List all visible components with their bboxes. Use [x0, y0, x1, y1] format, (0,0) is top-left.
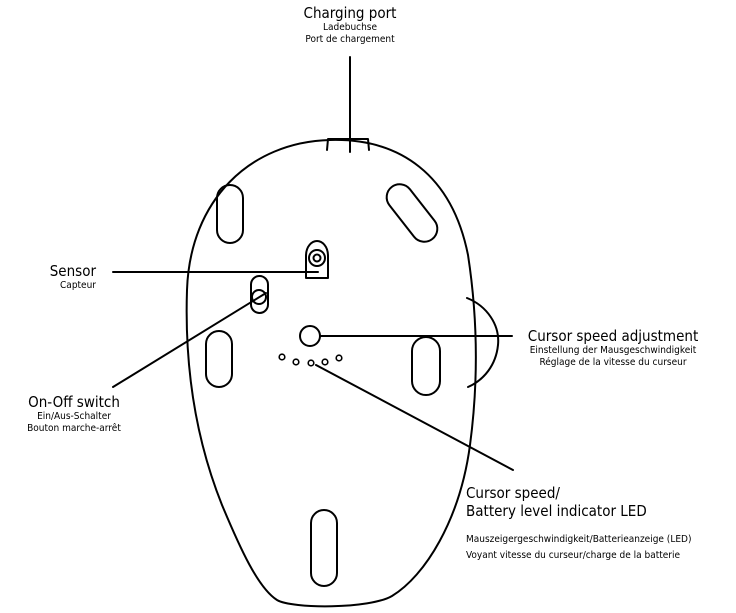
led-4 — [321, 358, 329, 366]
cursor-speed-de: Einstellung der Mausgeschwindigkeit — [529, 345, 697, 356]
on-off-leader — [112, 292, 267, 388]
cursor-speed-label: Cursor speed adjustment Einstellung der … — [512, 327, 714, 369]
on-off-fr: Bouton marche-arrêt — [27, 423, 121, 434]
led-de: Mauszeigergeschwindigkeit/Batterieanzeig… — [466, 534, 692, 545]
foot-mid-right — [411, 336, 441, 396]
led-label: Cursor speed/ Battery level indicator LE… — [466, 484, 728, 562]
sensor-title: Sensor — [49, 262, 96, 280]
led-1 — [278, 353, 286, 361]
side-wheel — [466, 297, 500, 388]
led-fr: Voyant vitesse du curseur/charge de la b… — [466, 550, 681, 561]
charging-port-title: Charging port — [303, 4, 397, 22]
sensor-ring — [308, 249, 326, 267]
on-off-title: On-Off switch — [28, 393, 120, 411]
on-off-switch-knob — [251, 289, 267, 305]
charging-port-shape — [326, 138, 370, 151]
sensor-label: Sensor Capteur — [0, 262, 96, 292]
led-title-line2: Battery level indicator LED — [466, 502, 647, 520]
foot-mid-left — [205, 330, 233, 388]
cursor-speed-fr: Réglage de la vitesse du curseur — [539, 357, 687, 368]
foot-top-left — [216, 184, 244, 244]
charging-port-fr: Port de chargement — [305, 34, 395, 45]
sensor-housing — [305, 240, 329, 279]
led-5 — [335, 354, 343, 362]
charging-port-de: Ladebuchse — [322, 22, 378, 33]
led-leader — [315, 364, 514, 471]
led-title-line1: Cursor speed/ — [466, 484, 560, 502]
foot-bottom — [310, 509, 338, 587]
cursor-speed-button — [299, 325, 321, 347]
cursor-speed-title: Cursor speed adjustment — [527, 327, 699, 345]
sensor-lens — [312, 253, 322, 263]
on-off-switch-slot — [250, 275, 269, 314]
led-3 — [307, 359, 315, 367]
on-off-label: On-Off switch Ein/Aus-Schalter Bouton ma… — [4, 393, 144, 435]
sensor-fr: Capteur — [60, 280, 96, 291]
foot-top-right — [385, 183, 439, 243]
charging-port-label: Charging port Ladebuchse Port de chargem… — [270, 4, 430, 46]
on-off-de: Ein/Aus-Schalter — [37, 411, 111, 422]
mouse-body-outline — [185, 138, 477, 608]
led-2 — [292, 358, 300, 366]
